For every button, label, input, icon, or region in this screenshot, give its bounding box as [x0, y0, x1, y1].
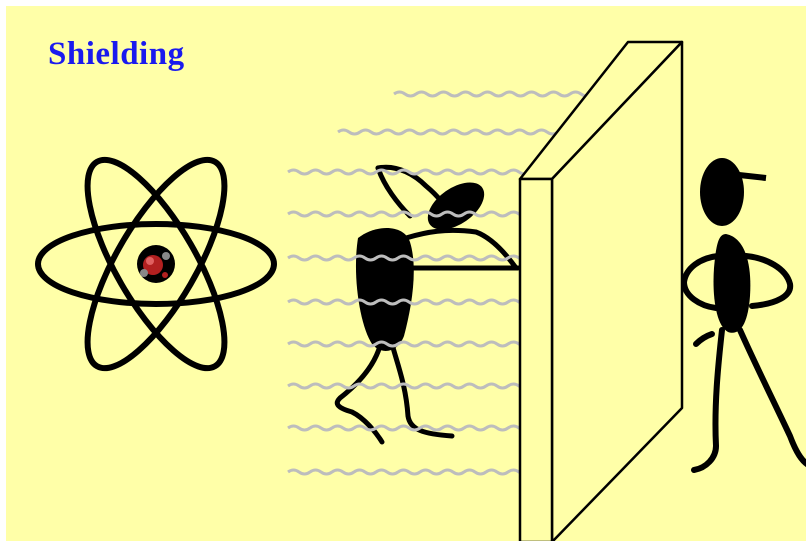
radiation-wave-line	[338, 130, 576, 134]
standing-figure-cap	[730, 174, 766, 178]
radiation-wave-line	[288, 342, 522, 346]
atom-nucleus	[137, 245, 175, 283]
standing-figure-icon	[684, 158, 806, 470]
radiation-wave-line	[288, 470, 522, 474]
standing-figure-torso	[714, 234, 751, 333]
shield-wall-icon	[520, 42, 682, 541]
shielding-illustration	[6, 6, 806, 541]
recoiling-figure-icon	[337, 167, 518, 442]
radiation-wave-line	[288, 170, 546, 174]
slide-canvas: Shielding	[6, 6, 806, 541]
shield-front-face	[520, 179, 552, 541]
atom-icon	[38, 142, 274, 386]
standing-figure-head	[700, 158, 744, 226]
radiation-wave-line	[394, 92, 607, 96]
radiation-wave-line	[288, 426, 522, 430]
recoiling-figure-body	[356, 228, 414, 351]
